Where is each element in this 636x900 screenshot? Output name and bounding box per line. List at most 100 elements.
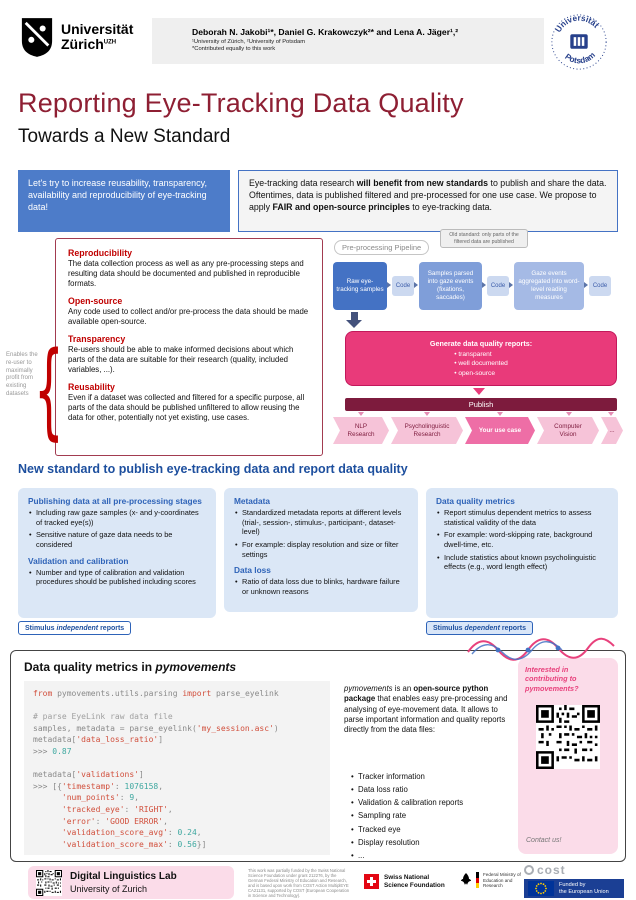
arrow-down-icon (473, 388, 485, 395)
bullet-item: Display resolution (350, 838, 510, 848)
code-line: 'error': 'GOOD ERROR', (61, 816, 168, 826)
qr-code (536, 705, 600, 769)
principle-transparency: Transparency Re-users should be able to … (68, 334, 310, 375)
potsdam-arc-top-text: Universität (554, 14, 601, 34)
contact-us-label: Contact us! (526, 837, 562, 844)
cost-label: cost (537, 863, 566, 877)
pymovements-description: pymovements is an open-source python pac… (344, 684, 508, 735)
arrow-right-icon (509, 282, 513, 288)
affiliations: ¹University of Zürich, ²University of Po… (192, 38, 306, 45)
lab-box: Digital Linguistics Lab University of Zu… (28, 866, 234, 899)
standards-column-quality-metrics: Data quality metrics Report stimulus dep… (426, 488, 618, 618)
code-line: samples, metadata = parse_eyelink('my_se… (33, 723, 279, 733)
principles-panel: Reproducibility The data collection proc… (55, 238, 323, 456)
lab-university: University of Zurich (70, 884, 148, 894)
principle-text: Even if a dataset was collected and filt… (68, 392, 305, 422)
callout-box: Let's try to increase reusability, trans… (18, 170, 230, 232)
pymovements-heading: Data quality metrics in pymovements (24, 660, 236, 674)
use-case-nlp-research: NLP Research (333, 417, 389, 444)
code-line: # parse EyeLink raw data file (33, 712, 173, 722)
bullet-item: For example: word-skipping rate, backgro… (436, 530, 608, 549)
german-flag-icon (476, 872, 479, 889)
code-line (33, 758, 321, 770)
bullet-item: Number and type of calibration and valid… (28, 568, 206, 587)
uzh-name-line2: Zürich (61, 36, 104, 52)
bullet-item: Include statistics about known psycholin… (436, 553, 608, 572)
bullet-item: open-source (454, 369, 508, 379)
eu-line2: the European Union (559, 888, 609, 895)
badge-text: reports (98, 624, 125, 632)
pipeline-stage-raw-samples: Raw eye-tracking samples (333, 262, 387, 310)
arrow-down-icon (497, 412, 503, 416)
block-bullets: Number and type of calibration and valid… (28, 568, 206, 587)
potsdam-arc-bottom-text: Potsdam (563, 50, 597, 65)
intro-text-seg: Eye-tracking data research (249, 178, 357, 188)
bullet-item: Standardized metadata reports at differe… (234, 508, 408, 537)
code-line: 'validation_score_max': 0.56}] (61, 839, 207, 849)
uzh-sup: UZH (103, 39, 117, 46)
code-line: 'num_points': 9, (61, 793, 139, 803)
generate-title: Generate data quality reports: (429, 338, 533, 348)
qr-code (36, 870, 62, 896)
eu-line1: Funded by (559, 881, 586, 888)
cost-logo: cost (524, 863, 566, 877)
arrow-right-icon (482, 282, 486, 288)
bullet-item: For example: display resolution and size… (234, 540, 408, 559)
lab-text: Digital Linguistics Lab University of Zu… (70, 871, 177, 894)
equal-contribution-note: *Contributed equally to this work (192, 46, 276, 52)
svg-text:Potsdam: Potsdam (563, 50, 597, 65)
arrow-right-icon (387, 282, 391, 288)
pipeline-label: Pre-processing Pipeline (334, 240, 430, 255)
use-case-more: ... (601, 417, 623, 444)
block-title: Metadata (234, 496, 270, 506)
use-case-your-use-case: Your use case (465, 417, 535, 444)
code-line: >>> 0.87 (33, 746, 72, 756)
principle-title: Transparency (68, 333, 126, 344)
lab-name: Digital Linguistics Lab (70, 871, 177, 882)
arrow-down-icon (608, 412, 614, 416)
old-standard-note: Old standard: only parts of the filtered… (440, 229, 528, 248)
bullet-item: well documented (454, 359, 507, 369)
heading-text: Data quality metrics in (24, 660, 156, 674)
snsf-logo: Swiss National Science Foundation (364, 874, 445, 890)
pipeline-stage-reading-measures: Gaze events aggregated into word-level r… (514, 262, 584, 310)
block-title: Publishing data at all pre-processing st… (28, 496, 202, 506)
pipeline-code-chip: Code (392, 276, 414, 296)
block-bullets: Report stimulus dependent metrics to ass… (436, 508, 608, 572)
badge-text: Stimulus (25, 624, 57, 632)
arrow-down-icon (358, 412, 364, 416)
pipeline-code-chip: Code (487, 276, 509, 296)
desc-emphasis: pymovements (344, 684, 393, 693)
principle-open-source: Open-source Any code used to collect and… (68, 296, 310, 327)
bullet-item: Ratio of data loss due to blinks, hardwa… (234, 577, 408, 596)
block-bullets: Standardized metadata reports at differe… (234, 508, 408, 559)
pipeline-code-chip: Code (589, 276, 611, 296)
desc-text: is an (392, 684, 414, 693)
bullet-item: ... (350, 851, 510, 861)
heading-emphasis: pymovements (155, 660, 237, 674)
code-line: 'tracked_eye': 'RIGHT', (61, 804, 173, 814)
bullet-item: Report stimulus dependent metrics to ass… (436, 508, 608, 527)
bullet-item: Data loss ratio (350, 785, 510, 795)
svg-text:Universität: Universität (554, 14, 601, 34)
eu-funding-logo: Funded by the European Union (524, 879, 624, 898)
code-line: >>> [{'timestamp': 1076158, (33, 781, 164, 791)
block-bullets: Including raw gaze samples (x- and y-coo… (28, 508, 206, 550)
code-line: metadata['data_loss_ratio'] (33, 735, 164, 745)
arrow-down-icon (566, 412, 572, 416)
cost-ring-icon (524, 865, 534, 875)
bullet-item: Validation & calibration reports (350, 798, 510, 808)
poster-title: Reporting Eye-Tracking Data Quality (18, 88, 464, 118)
scanpath-decoration (467, 637, 615, 661)
feature-bullets: Tracker informationData loss ratioValida… (350, 772, 510, 861)
generate-bullets: transparentwell documentedopen-source (454, 350, 508, 379)
uzh-wordmark: Universität ZürichUZH (61, 21, 133, 52)
bullet-item: Tracker information (350, 772, 510, 782)
badge-text: reports (499, 624, 526, 632)
uzh-logo: Universität ZürichUZH (20, 16, 133, 58)
snsf-label: Swiss National Science Foundation (384, 874, 445, 889)
stimulus-independent-badge: Stimulus independent reports (18, 621, 132, 635)
principle-title: Open-source (68, 295, 123, 306)
bmbf-label: Federal Ministry of Education and Resear… (483, 872, 521, 888)
contribute-question: Interested in contributing to pymovement… (525, 665, 579, 693)
